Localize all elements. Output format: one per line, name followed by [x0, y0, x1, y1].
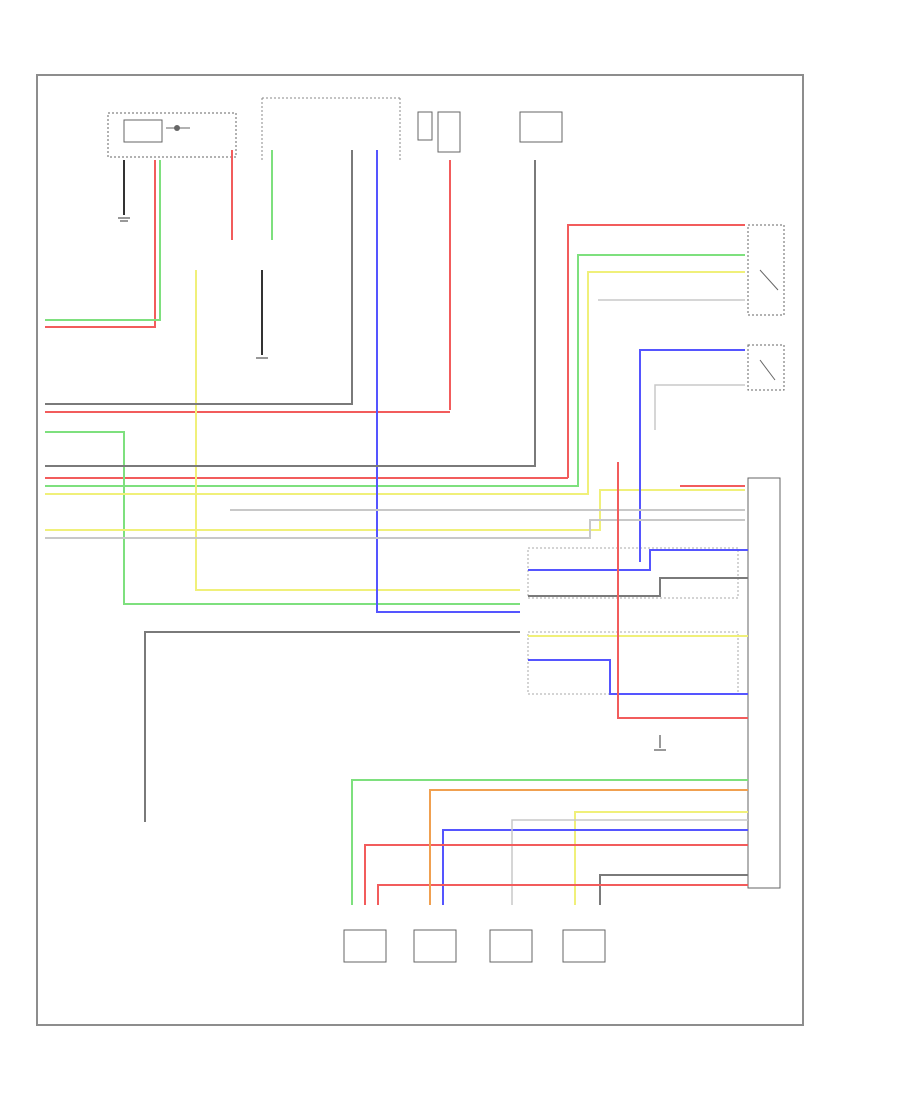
wire-gray [45, 150, 353, 405]
ground-symbol [118, 160, 130, 222]
front-power-seat-switch [519, 111, 563, 143]
wire-gray [528, 577, 748, 597]
wire-red [45, 160, 156, 328]
wire-red [364, 844, 748, 905]
seat-position-sensor [747, 224, 785, 316]
wire-blue [442, 829, 748, 905]
wire-gray [599, 874, 748, 905]
wire-yellow [195, 270, 520, 591]
wire-lightgray [45, 519, 745, 539]
wire-orange [429, 789, 748, 905]
wire-yellow [574, 811, 748, 905]
occupant-sensor-1 [343, 929, 387, 963]
seat-belt-buckle-switch [747, 344, 785, 391]
wire-green [351, 779, 748, 905]
wire-yellow [45, 271, 745, 495]
wire-gray [45, 160, 536, 467]
wire-gray [144, 631, 520, 822]
occupant-sensor-2 [413, 929, 457, 963]
wire-red [567, 224, 745, 478]
occupant-sensor-4 [562, 929, 606, 963]
wire-green [45, 254, 745, 487]
wire-blue [528, 659, 748, 695]
parking-brake-switch [437, 111, 461, 153]
ground-symbol [256, 270, 268, 359]
wire-blue [528, 549, 748, 571]
wire-green [45, 431, 520, 605]
junction-block [261, 97, 401, 162]
wire-lightgray [511, 819, 748, 905]
wire-blue [376, 150, 520, 613]
ground-symbol [654, 735, 666, 751]
combination-meter [107, 112, 237, 158]
occupant-sensor-3 [489, 929, 533, 963]
wire-red [377, 884, 748, 905]
wire-green [45, 160, 161, 321]
wire-lightgray [654, 384, 745, 430]
stop-light-switch [417, 111, 433, 141]
wire-blue [639, 349, 745, 562]
wire-red [617, 462, 748, 719]
